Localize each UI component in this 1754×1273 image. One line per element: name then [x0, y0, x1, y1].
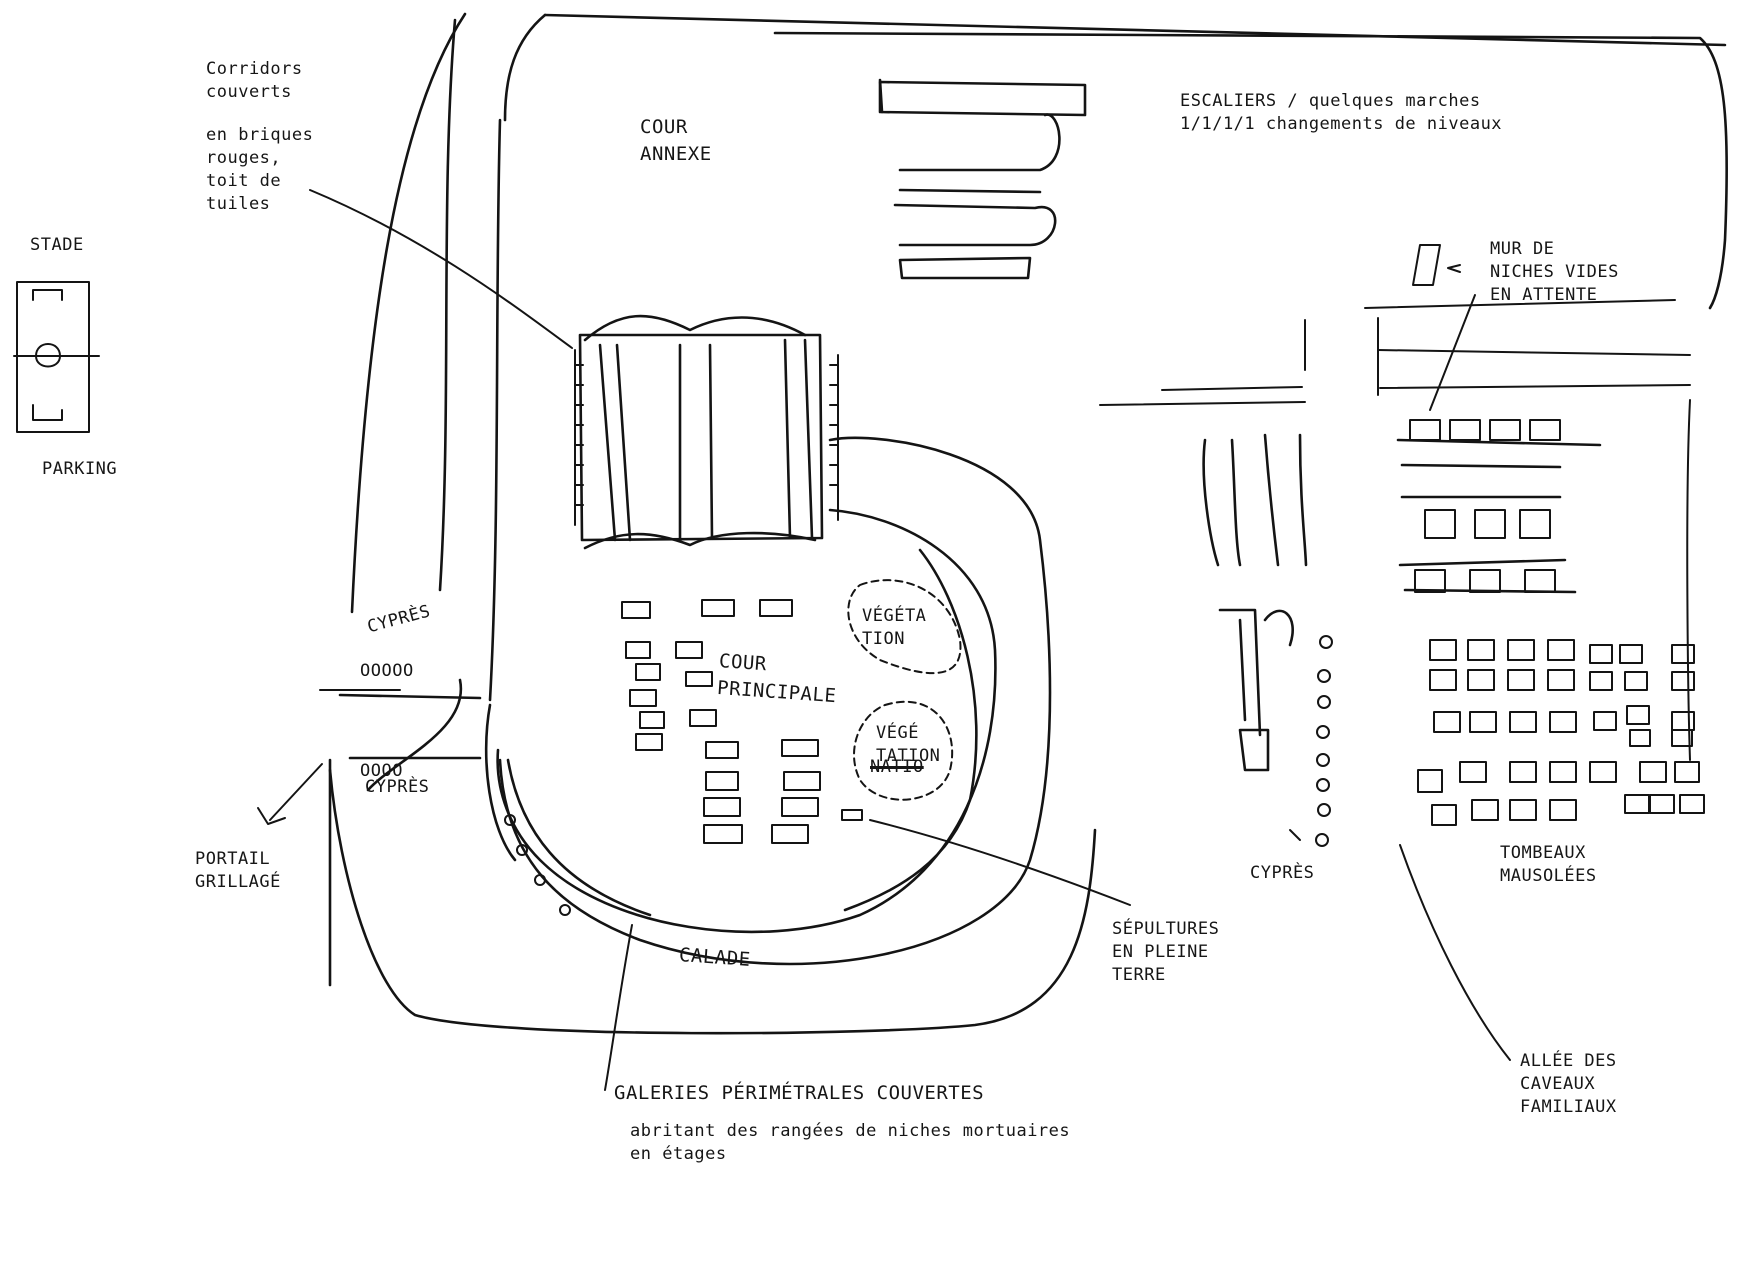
cypress-row-right — [1202, 244, 1476, 847]
access-road — [257, 18, 517, 987]
label-cour-annexe: COUR ANNEXE — [640, 116, 712, 165]
label-portail: PORTAIL GRILLAGÉ — [195, 849, 281, 892]
label-vegetation-2: VÉGÉ TATION — [876, 723, 941, 766]
site-outline — [328, 12, 1729, 1035]
stairs-drawing — [878, 78, 1087, 280]
label-escaliers: ESCALIERS / quelques marches 1/1/1/1 cha… — [1180, 91, 1503, 134]
label-vegetation-1: VÉGÉTA TION — [862, 606, 927, 649]
annotation-leaders — [309, 189, 573, 691]
label-corridors: Corridors couverts — [206, 59, 303, 102]
label-parking: PARKING — [42, 459, 118, 479]
main-court-galleries — [496, 436, 1052, 1091]
label-cypres-right: CYPRÈS — [1250, 863, 1315, 883]
label-vegetation-2-strike: NATIO — [870, 757, 924, 777]
label-cour-principale: COUR PRINCIPALE — [716, 649, 838, 708]
tomb-grid — [1396, 419, 1705, 1061]
ground-graves — [621, 599, 1131, 906]
label-tombeaux: TOMBEAUX MAUSOLÉES — [1500, 843, 1597, 886]
covered-corridors-building — [574, 314, 839, 550]
label-corridors-detail: en briques rouges, toit de tuiles — [206, 125, 314, 214]
label-galeries-detail: abritant des rangées de niches mortuaire… — [630, 1121, 1071, 1164]
label-cypres-bottom: CYPRÈS — [365, 777, 430, 797]
label-calade: CALADE — [678, 943, 752, 971]
stadium-drawing — [13, 281, 100, 433]
label-cypres-bottom-circles: OOOO — [360, 761, 403, 781]
label-sepultures: SÉPULTURES EN PLEINE TERRE — [1112, 919, 1220, 985]
vegetation-areas — [847, 579, 962, 801]
label-allee: ALLÉE DES CAVEAUX FAMILIAUX — [1520, 1051, 1617, 1117]
label-mur-niches: MUR DE NICHES VIDES EN ATTENTE — [1490, 239, 1619, 305]
label-galeries: GALERIES PÉRIMÉTRALES COUVERTES — [614, 1082, 985, 1104]
label-cypres-circles: OOOOO — [360, 661, 414, 681]
label-stade: STADE — [30, 235, 84, 255]
